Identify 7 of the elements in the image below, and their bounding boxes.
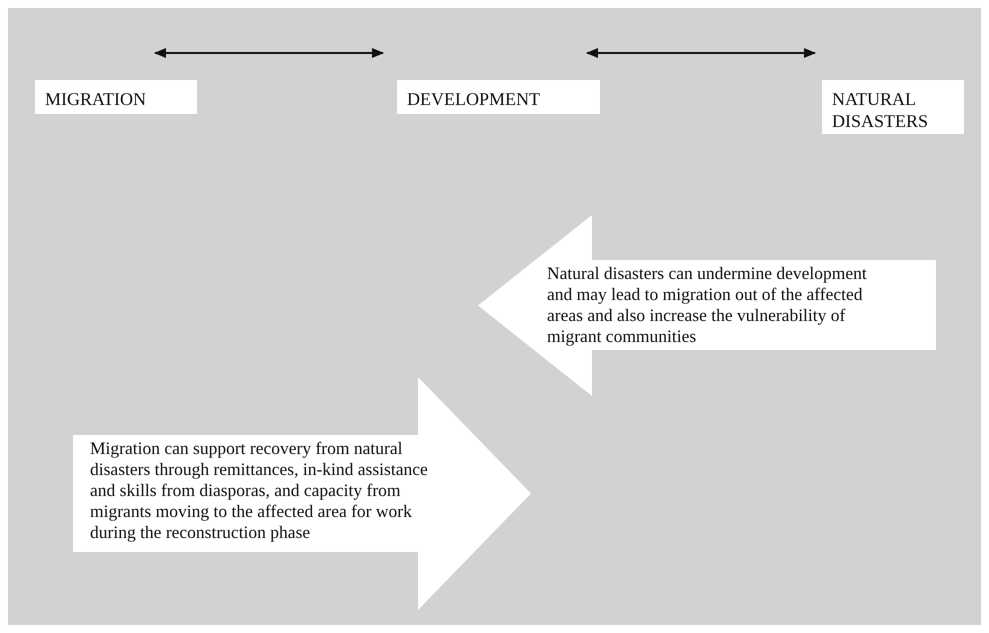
double-arrow (154, 48, 384, 58)
arrow-text: Migration can support recovery from natural disasters through remittances, in-kind assistance and skills from diasporas, and capacity from migrants moving to the affected area for work during the reconstruction phase (90, 438, 428, 543)
concept-label: NATURAL DISASTERS (822, 80, 964, 134)
concept-label: MIGRATION (35, 80, 197, 114)
double-arrow (586, 48, 816, 58)
concept-label: DEVELOPMENT (397, 80, 600, 114)
arrow-text: Natural disasters can undermine development and may lead to migration out of the affected areas and also increase the vulnerability of migrant communities (547, 263, 868, 347)
